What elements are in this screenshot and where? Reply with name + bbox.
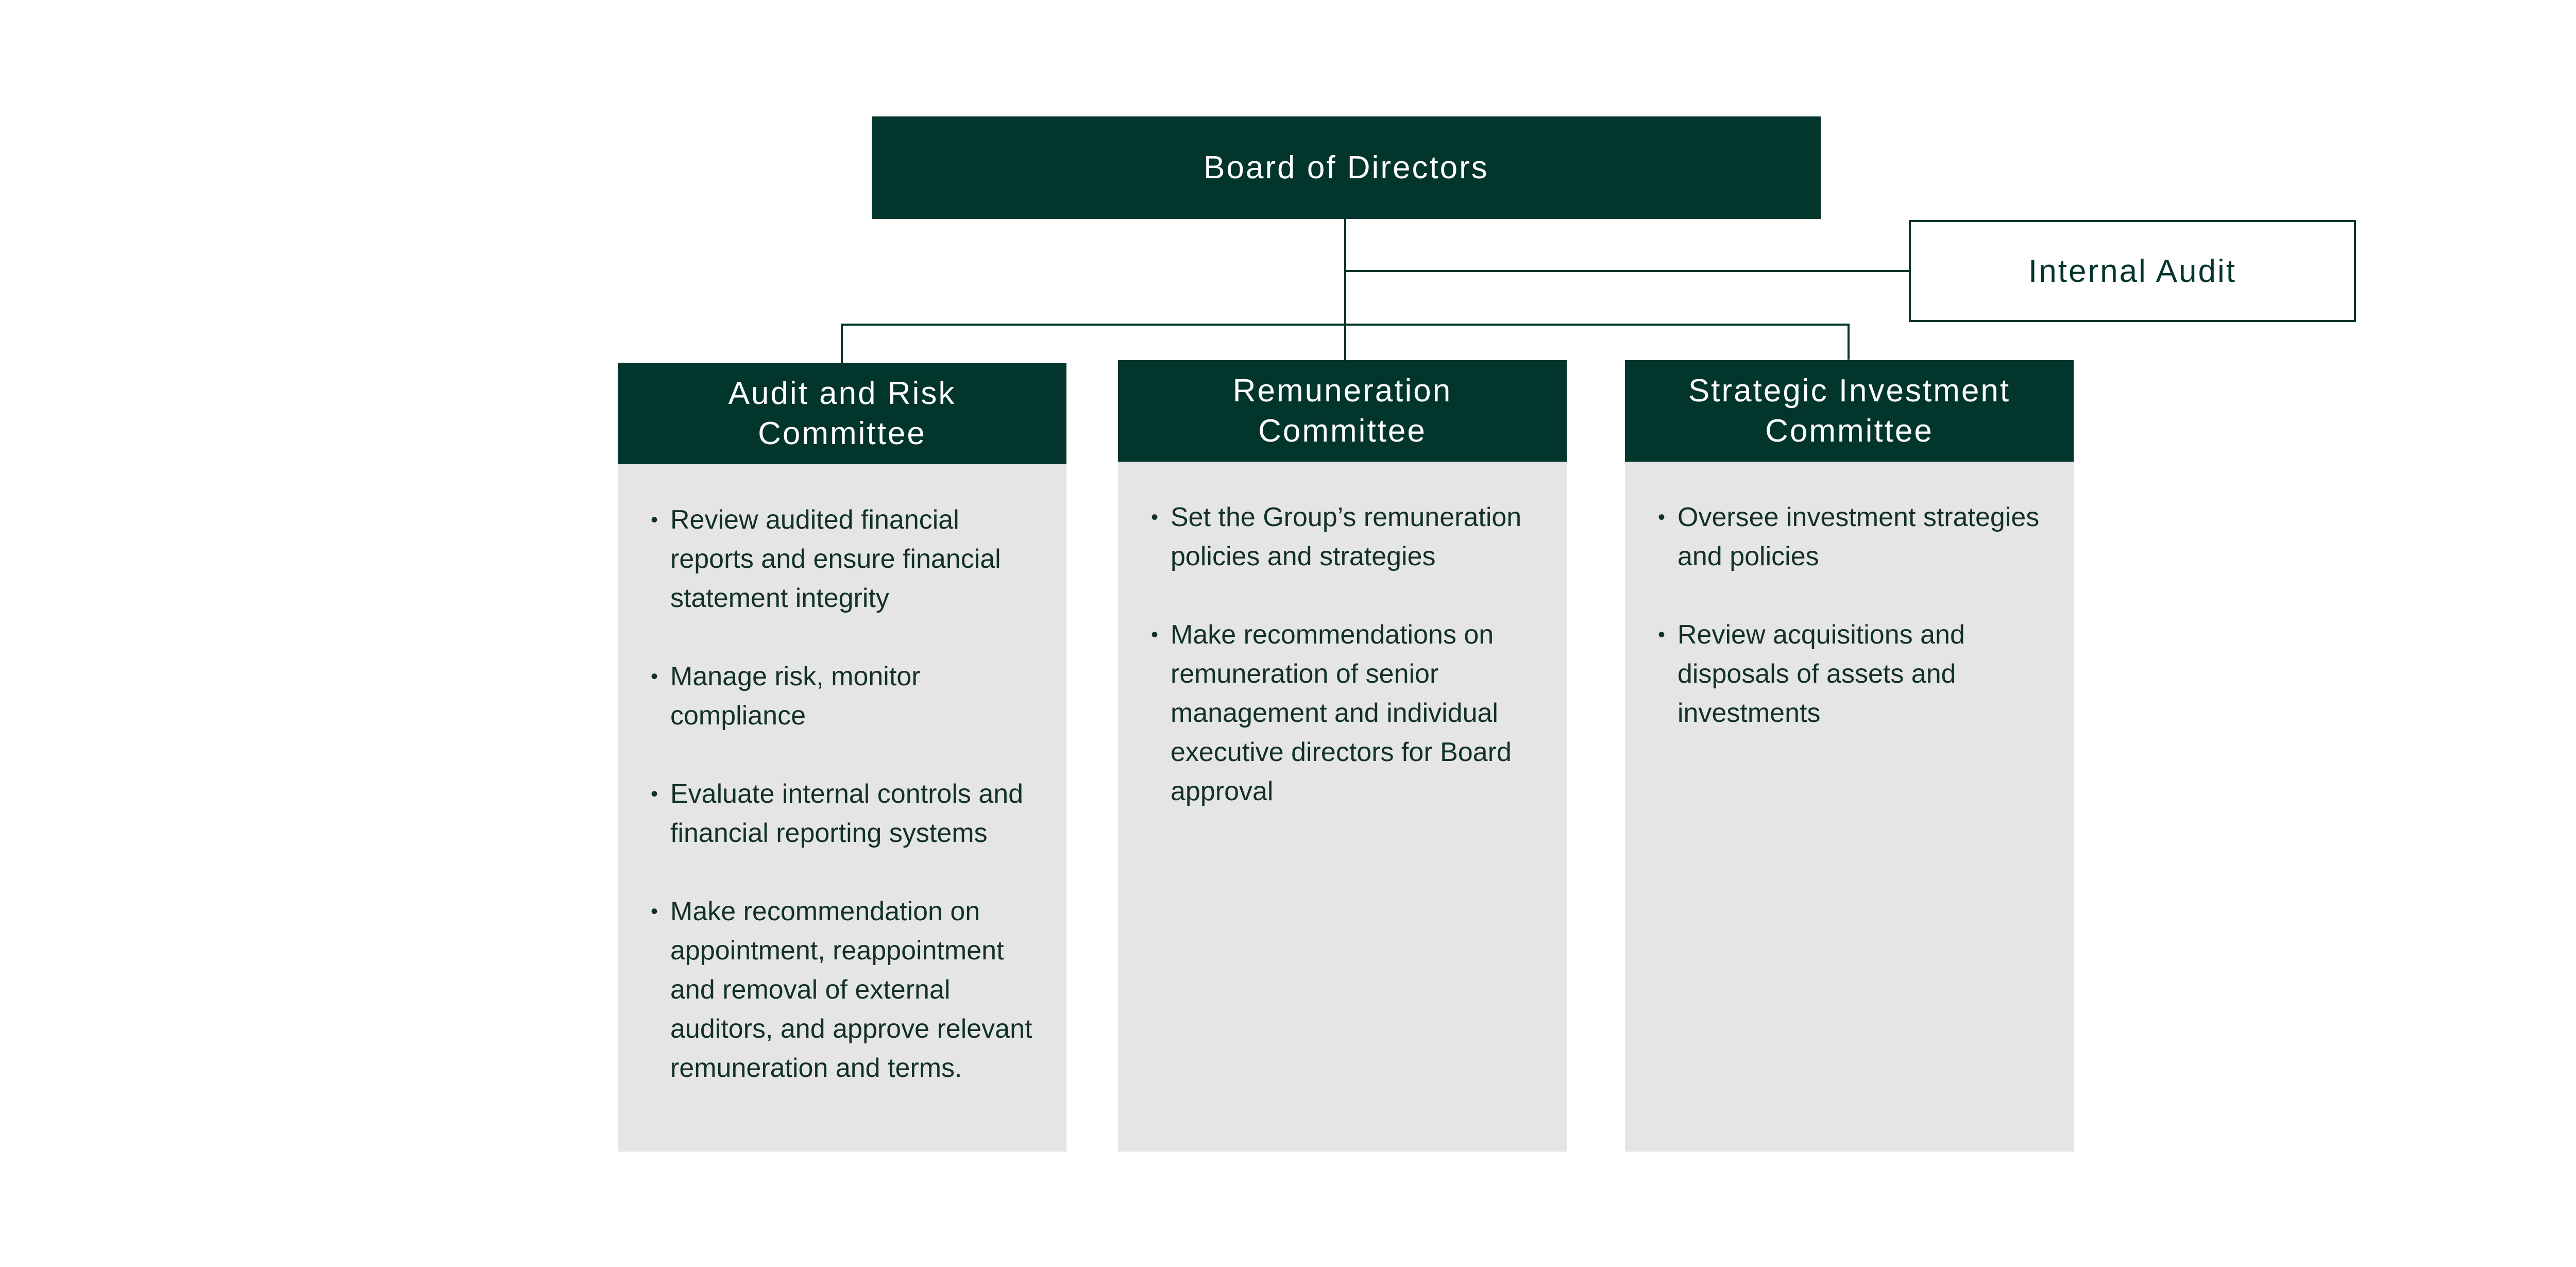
audit-risk-committee-header: Audit and Risk Committee xyxy=(618,363,1066,464)
strategic-investment-duties-list: •Oversee investment strategies and polic… xyxy=(1658,498,2043,733)
board-of-directors-title: Board of Directors xyxy=(1204,150,1489,185)
list-item: •Set the Group’s remuneration policies a… xyxy=(1151,498,1536,576)
bullet-icon: • xyxy=(651,665,658,688)
remuneration-committee-panel: •Set the Group’s remuneration policies a… xyxy=(1118,462,1567,1152)
audit-risk-connector xyxy=(841,324,843,363)
strategic-investment-committee-header: Strategic Investment Committee xyxy=(1625,360,2074,462)
bullet-icon: • xyxy=(1658,623,1666,646)
internal-audit-connector xyxy=(1344,270,1909,272)
strategic-investment-committee-title: Strategic Investment Committee xyxy=(1688,373,2011,449)
list-item: •Evaluate internal controls and financia… xyxy=(651,774,1036,853)
list-item: •Review audited financial reports and en… xyxy=(651,500,1036,618)
internal-audit-title: Internal Audit xyxy=(2028,253,2236,289)
list-item: •Review acquisitions and disposals of as… xyxy=(1658,615,2043,733)
strategic-investment-committee-panel: •Oversee investment strategies and polic… xyxy=(1625,462,2074,1152)
audit-risk-committee-panel: •Review audited financial reports and en… xyxy=(618,464,1066,1152)
audit-risk-committee-title: Audit and Risk Committee xyxy=(728,375,956,451)
bullet-icon: • xyxy=(1151,623,1159,646)
bullet-icon: • xyxy=(651,783,658,805)
bullet-icon: • xyxy=(651,900,658,923)
committee-horizontal-connector xyxy=(841,324,1850,326)
list-item: •Make recommendation on appointment, rea… xyxy=(651,892,1036,1088)
board-of-directors-box: Board of Directors xyxy=(872,116,1821,219)
list-item: •Manage risk, monitor compliance xyxy=(651,657,1036,735)
bullet-icon: • xyxy=(1658,506,1666,529)
internal-audit-box: Internal Audit xyxy=(1909,220,2356,322)
remuneration-duties-list: •Set the Group’s remuneration policies a… xyxy=(1151,498,1536,811)
remuneration-committee-title: Remuneration Committee xyxy=(1232,373,1452,449)
strategic-connector xyxy=(1848,324,1850,360)
board-vertical-connector xyxy=(1344,219,1346,360)
remuneration-committee-header: Remuneration Committee xyxy=(1118,360,1567,462)
list-item: •Make recommendations on remuneration of… xyxy=(1151,615,1536,811)
audit-risk-duties-list: •Review audited financial reports and en… xyxy=(651,500,1036,1088)
bullet-icon: • xyxy=(651,509,658,531)
bullet-icon: • xyxy=(1151,506,1159,529)
list-item: •Oversee investment strategies and polic… xyxy=(1658,498,2043,576)
